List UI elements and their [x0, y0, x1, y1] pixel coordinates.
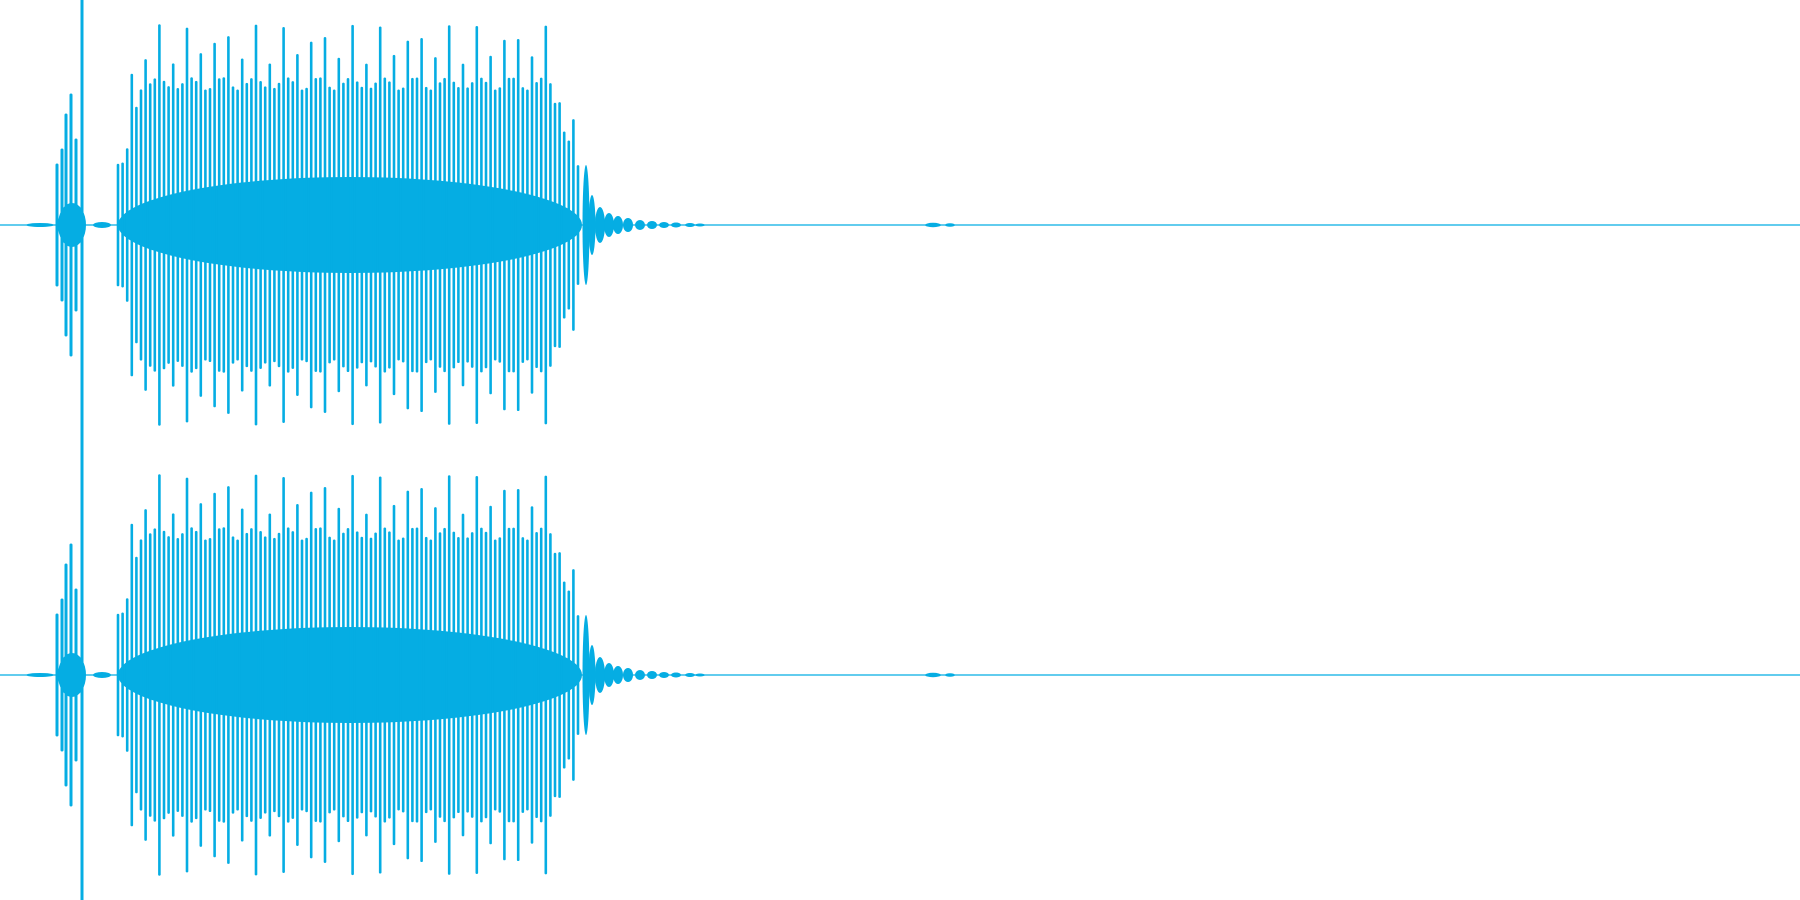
waveform-tail: [604, 213, 614, 237]
waveform-channel-left: [0, 0, 1800, 450]
waveform-blip: [26, 223, 54, 227]
waveform-tail: [685, 673, 695, 677]
waveform-tail: [695, 223, 705, 227]
waveform-tail: [623, 668, 633, 682]
waveform-blip: [945, 223, 955, 227]
waveform-tail: [595, 207, 605, 243]
waveform-blip: [925, 222, 941, 228]
waveform-blip: [93, 222, 111, 228]
waveform-channel-right: [0, 450, 1800, 900]
waveform-burst-body: [58, 653, 86, 697]
waveform-blip: [945, 673, 955, 677]
waveform-tail: [659, 222, 669, 228]
waveform-tail: [659, 672, 669, 678]
waveform-tail: [671, 222, 681, 228]
waveform-burst-body: [58, 203, 86, 247]
waveform-tail: [647, 671, 657, 679]
waveform-tail: [613, 216, 623, 234]
waveform-blip: [26, 673, 54, 677]
waveform-tail: [595, 657, 605, 693]
waveform-tail: [588, 195, 596, 255]
waveform-tail: [671, 672, 681, 678]
waveform-tail: [647, 221, 657, 229]
waveform-right-svg: [0, 450, 1800, 900]
waveform-tail: [635, 220, 645, 230]
waveform-left-svg: [0, 0, 1800, 450]
waveform-tail: [582, 615, 590, 735]
waveform-blip: [93, 672, 111, 678]
waveform-tail: [635, 670, 645, 680]
waveform-tail: [613, 666, 623, 684]
waveform-tail: [623, 218, 633, 232]
waveform-tail: [695, 673, 705, 677]
waveform-tail: [604, 663, 614, 687]
waveform-tail: [582, 165, 590, 285]
waveform-blip: [925, 672, 941, 678]
waveform-tail: [685, 223, 695, 227]
waveform-tail: [588, 645, 596, 705]
